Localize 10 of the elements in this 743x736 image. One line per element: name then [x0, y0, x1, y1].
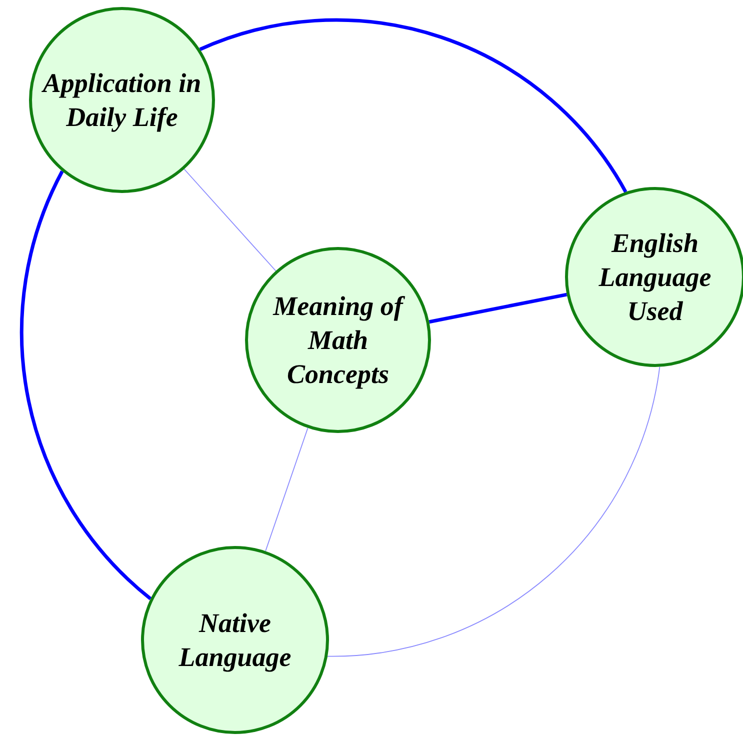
node-label: Application in Daily Life: [40, 67, 202, 134]
node-label: Native Language: [178, 607, 292, 674]
connector-line: [184, 168, 276, 272]
node-label: English Language Used: [598, 227, 712, 328]
connector-line: [199, 18, 628, 193]
connector-line: [265, 428, 308, 552]
node-label: Meaning of Math Concepts: [272, 290, 406, 391]
connector-line: [20, 170, 152, 600]
connector-line: [327, 366, 660, 657]
connector-line: [428, 292, 568, 324]
